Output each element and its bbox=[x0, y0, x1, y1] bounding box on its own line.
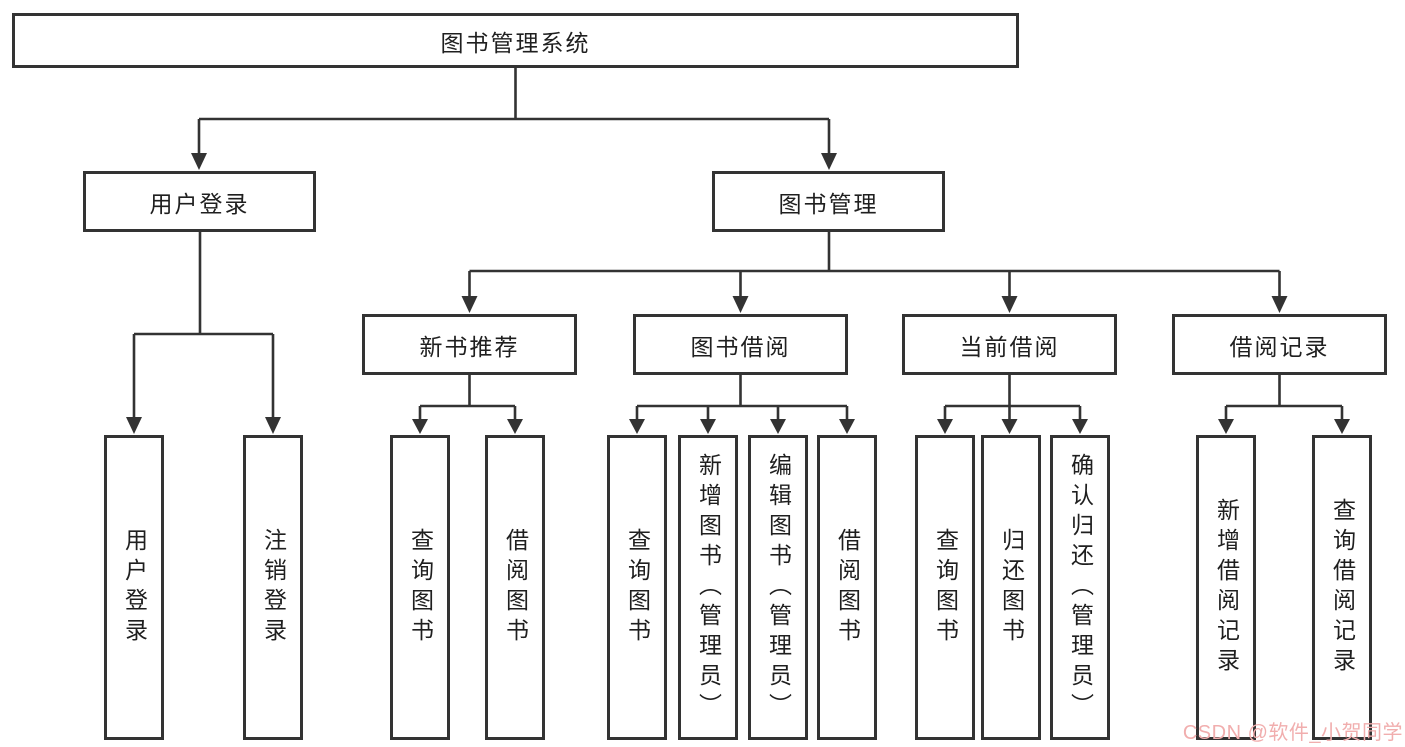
leaf-query-books-borrowing: 查询图书 bbox=[607, 435, 667, 740]
leaf-edit-books-admin: 编辑图书（管理员） bbox=[748, 435, 808, 740]
leaf-query-borrow-record: 查询借阅记录 bbox=[1312, 435, 1372, 740]
leaf-borrow-books-recommendation-label: 借阅图书 bbox=[502, 527, 529, 648]
leaf-add-borrow-record-label: 新增借阅记录 bbox=[1213, 497, 1240, 678]
node-borrowing-records-label: 借阅记录 bbox=[1229, 333, 1330, 360]
node-library-management-system: 图书管理系统 bbox=[12, 13, 1019, 68]
leaf-user-login-label: 用户登录 bbox=[121, 527, 148, 648]
leaf-query-books-current: 查询图书 bbox=[915, 435, 975, 740]
node-new-book-recommendation: 新书推荐 bbox=[362, 314, 577, 375]
node-book-management-label: 图书管理 bbox=[778, 190, 879, 217]
leaf-query-books-borrowing-label: 查询图书 bbox=[624, 527, 651, 648]
node-user-login-label: 用户登录 bbox=[149, 190, 250, 217]
leaf-logout: 注销登录 bbox=[243, 435, 303, 740]
leaf-logout-label: 注销登录 bbox=[260, 527, 287, 648]
leaf-confirm-return-admin: 确认归还（管理员） bbox=[1050, 435, 1110, 740]
leaf-user-login: 用户登录 bbox=[104, 435, 164, 740]
leaf-return-books-label: 归还图书 bbox=[998, 527, 1025, 648]
node-book-borrowing: 图书借阅 bbox=[633, 314, 848, 375]
node-current-borrowing: 当前借阅 bbox=[902, 314, 1117, 375]
node-library-management-system-label: 图书管理系统 bbox=[440, 29, 591, 56]
leaf-add-borrow-record: 新增借阅记录 bbox=[1196, 435, 1256, 740]
leaf-query-books-current-label: 查询图书 bbox=[932, 527, 959, 648]
leaf-add-books-admin-label: 新增图书（管理员） bbox=[695, 452, 722, 723]
leaf-return-books: 归还图书 bbox=[981, 435, 1041, 740]
node-book-borrowing-label: 图书借阅 bbox=[690, 333, 791, 360]
leaf-edit-books-admin-label: 编辑图书（管理员） bbox=[765, 452, 792, 723]
leaf-add-books-admin: 新增图书（管理员） bbox=[678, 435, 738, 740]
node-book-management: 图书管理 bbox=[712, 171, 945, 232]
node-new-book-recommendation-label: 新书推荐 bbox=[419, 333, 520, 360]
leaf-borrow-books-borrowing-label: 借阅图书 bbox=[834, 527, 861, 648]
leaf-query-books-recommendation: 查询图书 bbox=[390, 435, 450, 740]
leaf-borrow-books-recommendation: 借阅图书 bbox=[485, 435, 545, 740]
leaf-confirm-return-admin-label: 确认归还（管理员） bbox=[1067, 452, 1094, 723]
node-borrowing-records: 借阅记录 bbox=[1172, 314, 1387, 375]
node-current-borrowing-label: 当前借阅 bbox=[959, 333, 1060, 360]
leaf-query-borrow-record-label: 查询借阅记录 bbox=[1329, 497, 1356, 678]
leaf-borrow-books-borrowing: 借阅图书 bbox=[817, 435, 877, 740]
node-user-login: 用户登录 bbox=[83, 171, 316, 232]
leaf-query-books-recommendation-label: 查询图书 bbox=[407, 527, 434, 648]
